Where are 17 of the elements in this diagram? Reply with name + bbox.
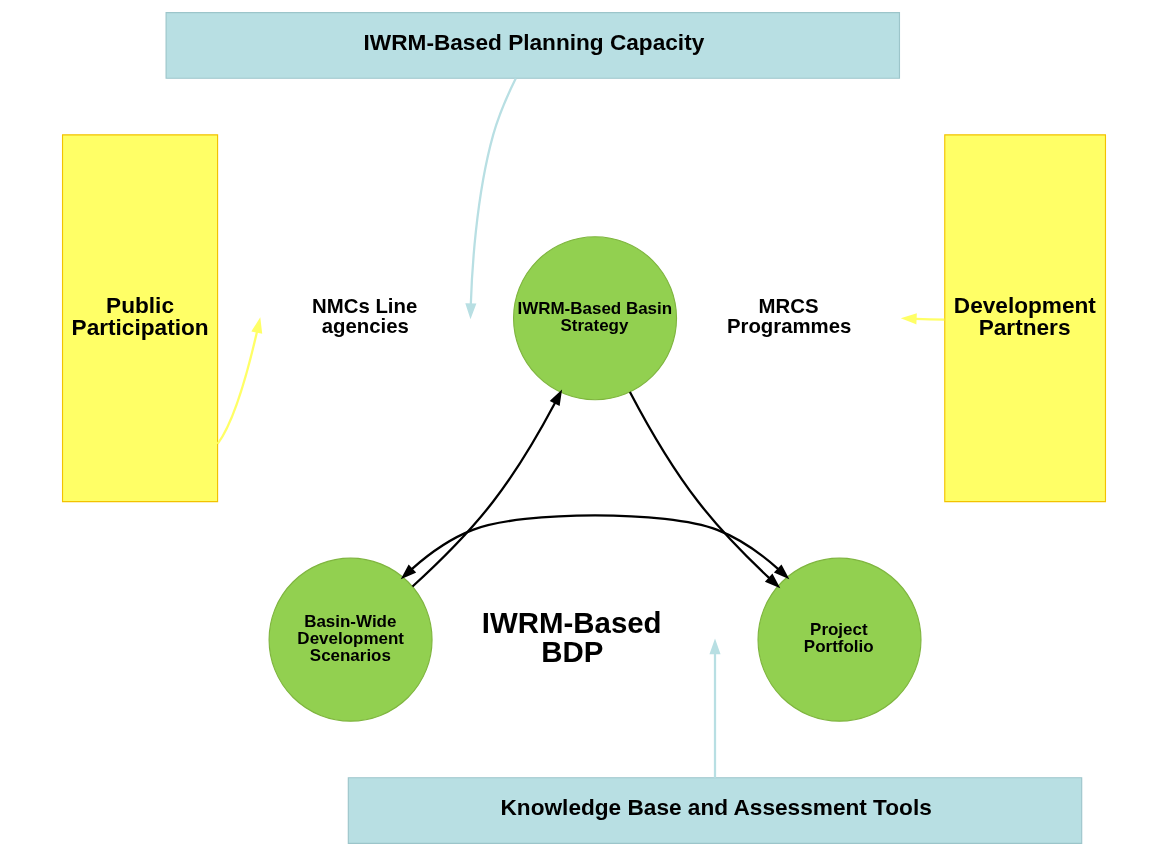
- arrow: [465, 77, 517, 320]
- arrow: [216, 317, 263, 445]
- arrow: [411, 389, 563, 588]
- label: IWRM-Based BDP: [481, 605, 662, 669]
- arrow: [900, 313, 945, 325]
- arrow: [400, 514, 790, 580]
- node-circle: Basin-Wide Development Scenarios: [268, 557, 433, 722]
- node-circle: IWRM-Based Basin Strategy: [513, 236, 678, 401]
- node-box: Development Partners: [944, 134, 1107, 503]
- node-circle: Project Portfolio: [757, 557, 922, 722]
- arrow: [709, 638, 721, 778]
- label: MRCS Programmes: [726, 295, 852, 338]
- label: NMCs Line agencies: [312, 295, 418, 338]
- arrow: [628, 391, 781, 589]
- node-box: Public Participation: [61, 134, 219, 503]
- node-box: IWRM-Based Planning Capacity: [165, 12, 901, 79]
- node-box: Knowledge Base and Assessment Tools: [347, 777, 1083, 844]
